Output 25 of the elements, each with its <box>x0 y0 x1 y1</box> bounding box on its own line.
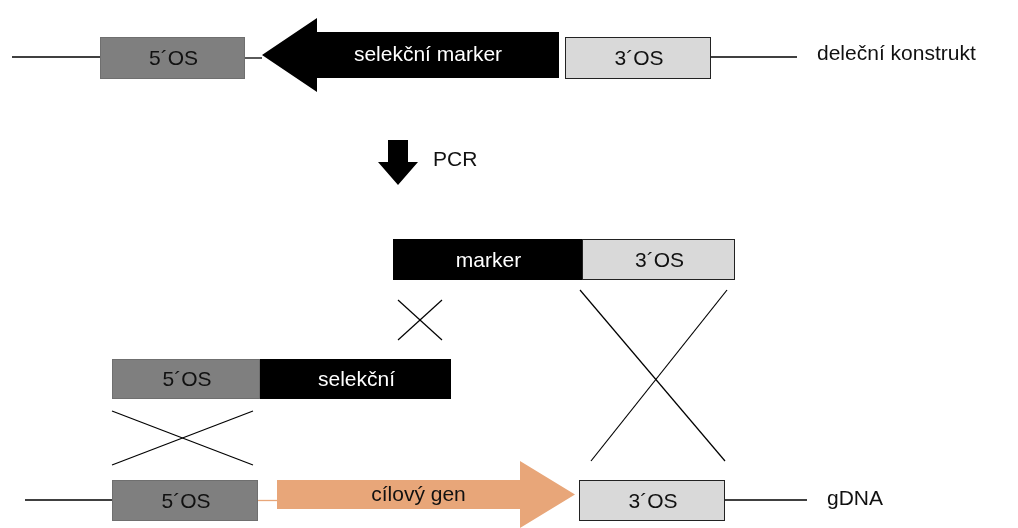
gene-segment <box>277 461 575 528</box>
dna-segment <box>582 239 735 280</box>
diagram-label: PCR <box>433 147 478 171</box>
segment-label: selekční <box>318 367 395 391</box>
dna-segment <box>565 37 711 79</box>
segment-label: 5´OS <box>162 367 212 391</box>
dna-segment <box>112 480 258 521</box>
dna-segment <box>260 359 451 399</box>
diagram-label: deleční konstrukt <box>817 41 976 65</box>
segment-label: selekční marker <box>353 42 503 66</box>
dna-segment <box>579 480 725 521</box>
segment-label: 5´OS <box>149 46 198 70</box>
segment-label: 5´OS <box>161 488 211 513</box>
dna-strand-line <box>244 57 263 59</box>
segment-label: 3´OS <box>635 247 684 272</box>
segment-label: 3´OS <box>614 46 664 70</box>
diagram-label: gDNA <box>827 486 884 510</box>
segment-label: marker <box>455 247 522 272</box>
dna-segment <box>100 37 245 79</box>
gene-segment <box>262 18 559 92</box>
dna-segment <box>112 359 260 399</box>
dna-segment <box>393 239 582 280</box>
segment-label: cílový gen <box>371 481 466 506</box>
segment-label: 3´OS <box>628 488 678 513</box>
dna-strand-line <box>257 499 278 502</box>
